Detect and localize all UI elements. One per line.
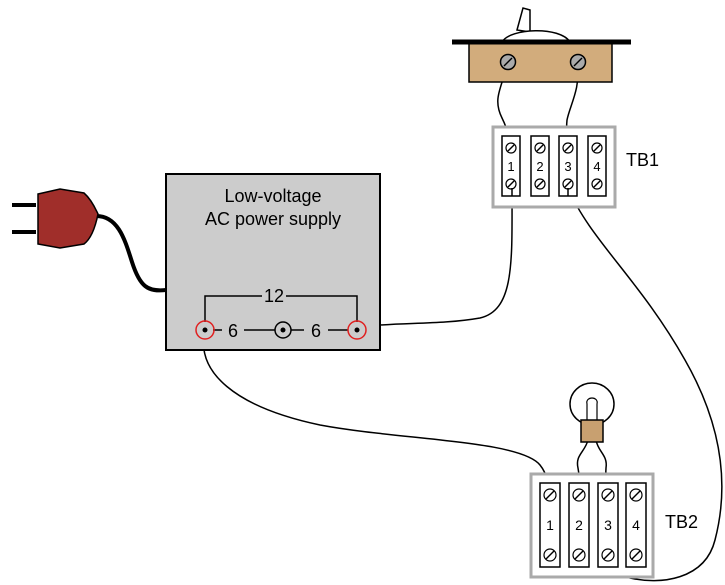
tb1-terminal-1: 1 bbox=[501, 135, 521, 197]
tb2-terminal-4-label: 4 bbox=[632, 517, 640, 533]
tb1-terminal-4: 4 bbox=[587, 135, 607, 197]
power-supply-box bbox=[165, 173, 381, 351]
power-cord bbox=[94, 213, 167, 293]
bulb-base bbox=[580, 419, 604, 443]
tb1-terminal-1-label: 1 bbox=[507, 159, 514, 174]
power-supply: Low-voltage AC power supply 12 6 6 bbox=[165, 173, 381, 351]
switch-screw-left bbox=[499, 53, 517, 71]
supply-terminal-left bbox=[195, 320, 215, 340]
terminal-block-tb1: 1 2 3 4 TB1 bbox=[491, 125, 659, 209]
light-bulb bbox=[569, 382, 615, 443]
switch-screw-right bbox=[569, 53, 587, 71]
tb1-terminal-2: 2 bbox=[530, 135, 550, 197]
tb1-terminal-2-label: 2 bbox=[536, 159, 543, 174]
supply-terminal-center bbox=[274, 321, 292, 339]
tb1-label: TB1 bbox=[626, 150, 659, 170]
bulb-filament bbox=[586, 397, 598, 420]
voltage-bracket-right bbox=[286, 295, 358, 322]
power-supply-title-line2: AC power supply bbox=[205, 209, 341, 229]
plug-body bbox=[37, 188, 99, 249]
voltage-left-label: 6 bbox=[228, 321, 238, 341]
voltage-full-label: 12 bbox=[264, 286, 284, 306]
tb2-terminal-4: 4 bbox=[625, 482, 647, 568]
power-supply-title-line1: Low-voltage bbox=[224, 186, 321, 206]
tb1-terminal-4-label: 4 bbox=[593, 159, 600, 174]
tb2-label: TB2 bbox=[665, 512, 698, 532]
wire-supply-to-tb2-1 bbox=[202, 329, 549, 493]
tb1-terminal-3-label: 3 bbox=[564, 159, 571, 174]
toggle-switch bbox=[452, 7, 631, 83]
tb2-terminal-3-label: 3 bbox=[604, 517, 612, 533]
power-plug bbox=[12, 188, 99, 249]
voltage-bracket-left bbox=[204, 295, 262, 322]
voltage-right-label: 6 bbox=[311, 321, 321, 341]
tb2-terminal-1: 1 bbox=[539, 482, 561, 568]
terminal-block-tb2: 1 2 3 4 TB2 bbox=[529, 472, 698, 579]
wire-supply-to-tb1-1 bbox=[356, 187, 513, 328]
switch-toggle-lever bbox=[516, 7, 531, 33]
plug-prong-bottom bbox=[12, 230, 36, 234]
tb1-terminal-3: 3 bbox=[558, 135, 578, 197]
switch-base bbox=[468, 41, 613, 83]
tb2-terminal-3: 3 bbox=[597, 482, 619, 568]
plug-prong-top bbox=[12, 203, 36, 207]
tb2-terminal-2-label: 2 bbox=[575, 517, 583, 533]
tb2-terminal-1-label: 1 bbox=[546, 517, 554, 533]
supply-terminal-right bbox=[347, 320, 367, 340]
tb2-terminal-2: 2 bbox=[568, 482, 590, 568]
bulb-glass bbox=[569, 382, 615, 426]
